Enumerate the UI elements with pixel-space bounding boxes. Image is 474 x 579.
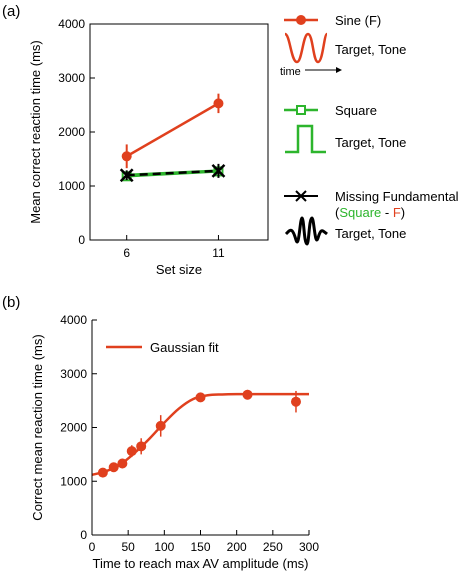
chart-b-y-tick-label: 0 (80, 528, 87, 542)
legend-missing-f: F (393, 205, 401, 220)
legend-missing-formula: (Square - F) (335, 205, 405, 220)
legend-time-label: time (280, 66, 301, 78)
chart-b-y-label: Correct mean reaction time (ms) (30, 334, 45, 520)
chart-b-x-tick-label: 300 (299, 540, 319, 554)
chart-b-x-tick-label: 100 (154, 540, 174, 554)
chart-b-point (136, 441, 147, 452)
chart-b-point (290, 396, 301, 407)
chart-a-y-tick-label: 0 (78, 233, 85, 247)
chart-a-point (211, 163, 226, 178)
legend-sine-tone: Target, Tone (335, 42, 406, 57)
chart-a-y-tick-label: 4000 (58, 17, 85, 31)
chart-a-frame (89, 23, 269, 241)
legend-square-wave-icon (285, 124, 326, 154)
legend-missing-dash: - (381, 205, 393, 220)
chart-a-point (119, 168, 134, 183)
chart-a-x-ticks: 6 11 (123, 235, 225, 260)
legend-sine-label: Sine (F) (335, 13, 381, 28)
chart-b-point (126, 446, 137, 457)
legend-sine-marker (296, 15, 306, 25)
legend-square-marker (296, 105, 306, 115)
chart-b-y-tick-label: 4000 (60, 313, 87, 327)
chart-a-series-line (126, 169, 219, 177)
chart-b-point (195, 392, 206, 403)
chart-b-y-tick-label: 2000 (60, 421, 87, 435)
legend-missing-marker (295, 190, 307, 202)
chart-b-y-tick-label: 1000 (60, 474, 87, 488)
chart-b-y-ticks: 0 1000 2000 3000 4000 (60, 313, 97, 542)
chart-b: 0 1000 2000 3000 4000 0 50 100 150 200 250 300 Tim… (30, 313, 319, 571)
chart-a-point (213, 98, 224, 109)
chart-a-legend: Sine (F) Target, Tone time Square Target… (280, 13, 459, 246)
legend-time-arrowhead-icon (336, 67, 342, 73)
chart-b-x-tick-label: 150 (190, 540, 210, 554)
legend-sine-wave-icon (284, 32, 329, 64)
chart-b-x-label: Time to reach max AV amplitude (ms) (92, 556, 308, 571)
panel-a-label: (a) (2, 3, 20, 20)
chart-b-x-tick-label: 0 (89, 540, 96, 554)
legend-square-tone: Target, Tone (335, 135, 406, 150)
chart-b-x-ticks: 0 50 100 150 200 250 300 (89, 530, 319, 554)
legend-missing-square: Square (339, 205, 381, 220)
legend-missing-paren-close: ) (401, 205, 405, 220)
chart-b-y-tick-label: 3000 (60, 367, 87, 381)
chart-b-point (242, 389, 253, 400)
chart-b-point (97, 467, 108, 478)
legend-square-label: Square (335, 103, 377, 118)
legend-missing-wave-icon (284, 216, 328, 246)
chart-b-point (117, 458, 128, 469)
chart-a-y-tick-label: 3000 (58, 71, 85, 85)
chart-b-points (97, 389, 301, 478)
chart-a-y-ticks: 0 1000 2000 3000 4000 (58, 17, 95, 247)
chart-a-series-line (126, 102, 220, 158)
chart-a: 0 1000 2000 3000 4000 6 11 Set size Mean corr… (28, 17, 269, 277)
legend-fit-label: Gaussian fit (150, 340, 219, 355)
chart-a-y-tick-label: 1000 (58, 179, 85, 193)
legend-missing-tone: Target, Tone (335, 226, 406, 241)
legend-missing-label: Missing Fundamental (335, 189, 459, 204)
chart-a-y-label: Mean correct reaction time (ms) (28, 40, 43, 224)
chart-a-point (121, 151, 132, 162)
chart-b-x-tick-label: 50 (121, 540, 135, 554)
legend-missing-paren-open: ( (335, 205, 340, 220)
chart-a-x-tick-label: 11 (212, 246, 225, 260)
chart-b-point (108, 462, 119, 473)
chart-b-x-tick-label: 250 (263, 540, 283, 554)
panel-b-label: (b) (2, 294, 20, 311)
chart-a-y-tick-label: 2000 (58, 125, 85, 139)
chart-a-x-label: Set size (156, 262, 202, 277)
chart-a-x-tick-label: 6 (123, 246, 130, 260)
chart-b-point (155, 420, 166, 431)
chart-a-series (119, 93, 226, 183)
chart-b-x-tick-label: 200 (227, 540, 247, 554)
